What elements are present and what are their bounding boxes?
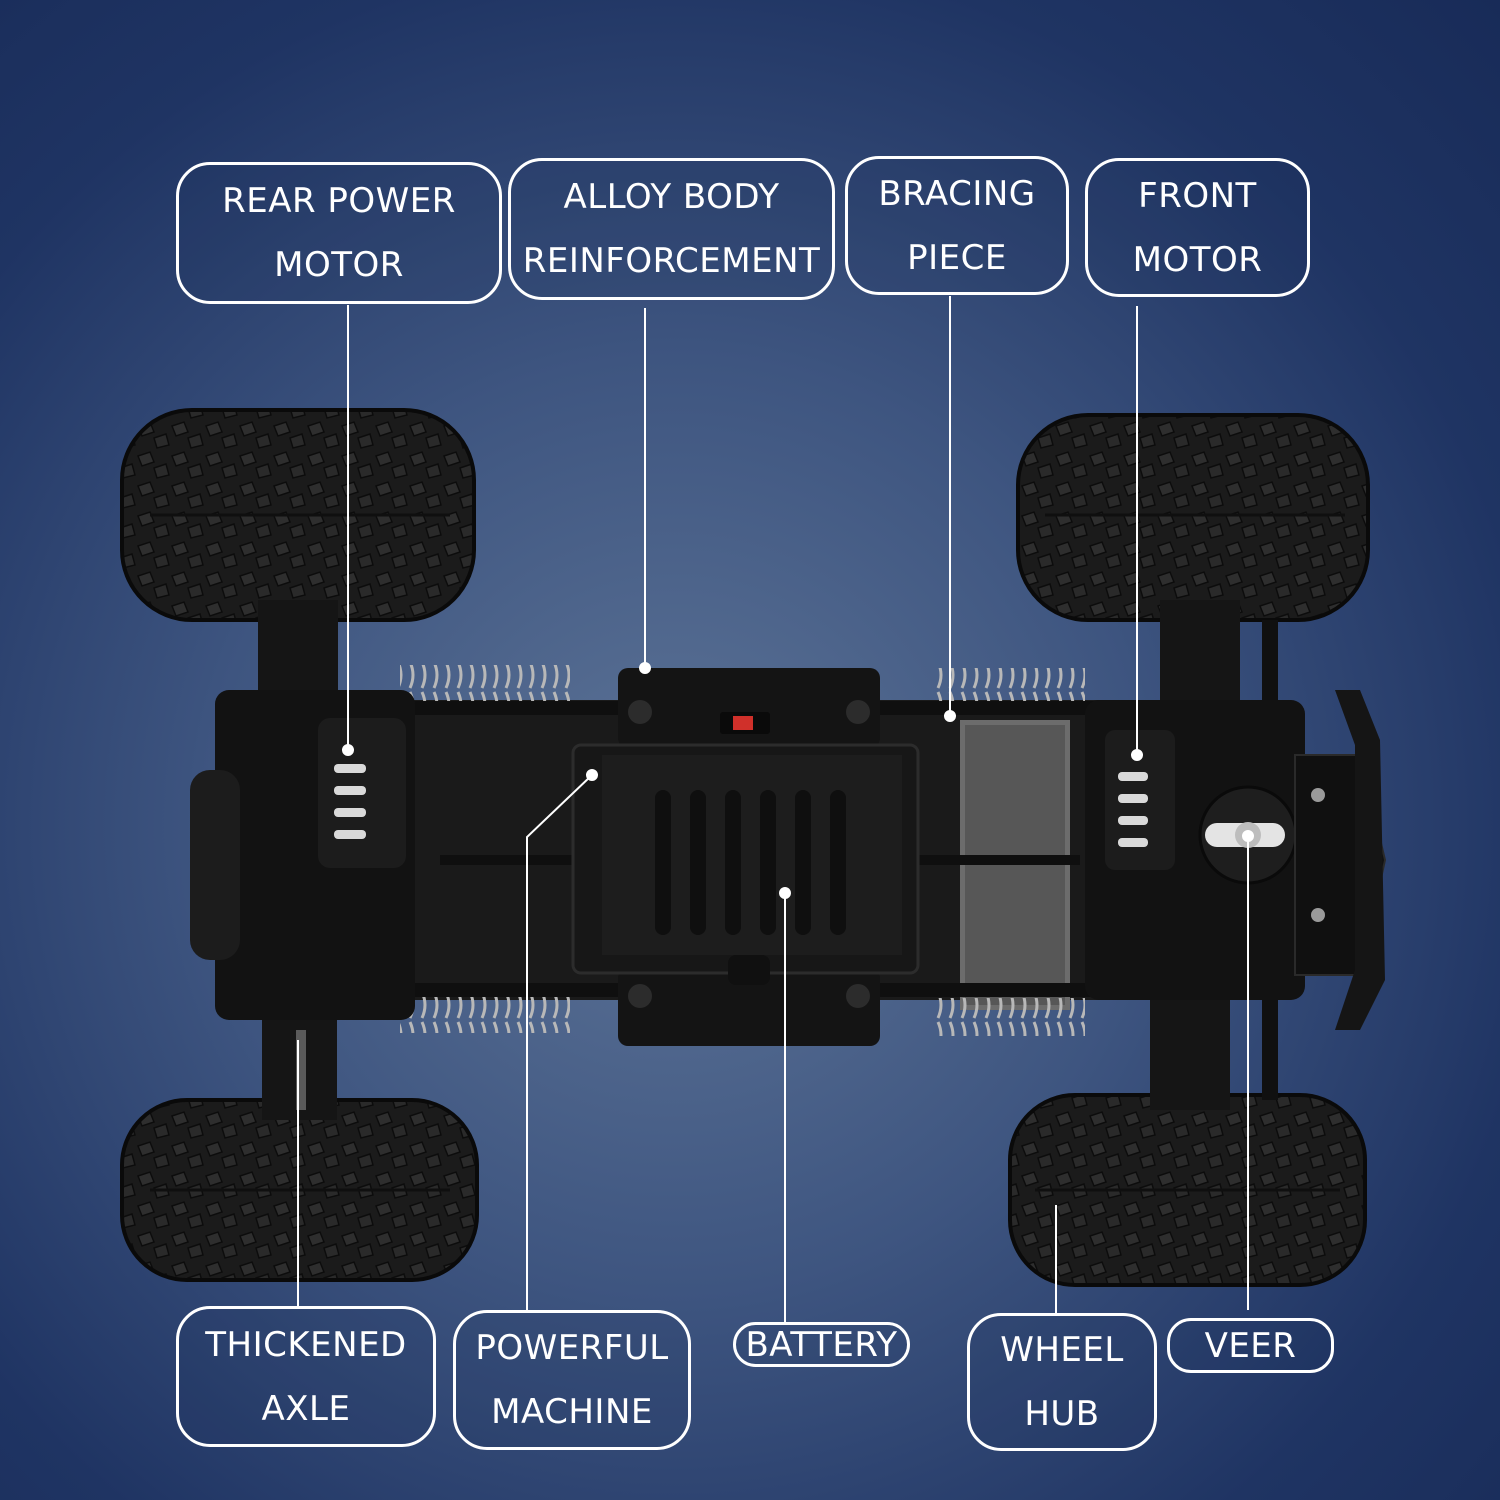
tire-rear-bottom <box>120 1098 479 1282</box>
label-front-motor: FRONT MOTOR <box>1085 158 1310 297</box>
label-veer: VEER <box>1167 1318 1334 1373</box>
label-alloy-body-reinforcement: ALLOY BODY REINFORCEMENT <box>508 158 835 300</box>
label-battery: BATTERY <box>733 1322 910 1367</box>
leader-powerful-machine <box>526 774 593 1310</box>
label-thickened-axle: THICKENED AXLE <box>176 1306 436 1447</box>
spring-front-bottom <box>935 998 1085 1036</box>
leader-dot-battery <box>779 887 791 899</box>
leader-dot-rear-power-motor <box>342 744 354 756</box>
power-switch <box>733 716 753 730</box>
leader-dot-front-motor <box>1131 749 1143 761</box>
label-bracing-piece: BRACING PIECE <box>845 156 1069 295</box>
label-rear-power-motor: REAR POWER MOTOR <box>176 162 502 304</box>
rear-gearbox <box>190 690 415 1020</box>
label-powerful-machine: POWERFUL MACHINE <box>453 1310 691 1450</box>
label-wheel-hub: WHEEL HUB <box>967 1313 1157 1451</box>
front-bumper <box>1294 690 1387 1030</box>
front-gearbox <box>1085 700 1305 1000</box>
battery-compartment <box>571 668 920 1046</box>
tire-rear-top <box>120 408 476 622</box>
leader-dot-alloy-body <box>639 662 651 674</box>
spring-front-top <box>935 668 1085 706</box>
leader-dot-powerful-machine <box>586 769 598 781</box>
tire-front-bottom <box>1008 1093 1367 1287</box>
tire-front-top <box>1016 413 1370 622</box>
spring-rear-bottom <box>400 995 570 1033</box>
leader-dot-veer <box>1242 830 1254 842</box>
leader-dot-bracing-piece <box>944 710 956 722</box>
rear-axle-shaft <box>258 600 338 1120</box>
spring-rear-top <box>400 665 570 703</box>
